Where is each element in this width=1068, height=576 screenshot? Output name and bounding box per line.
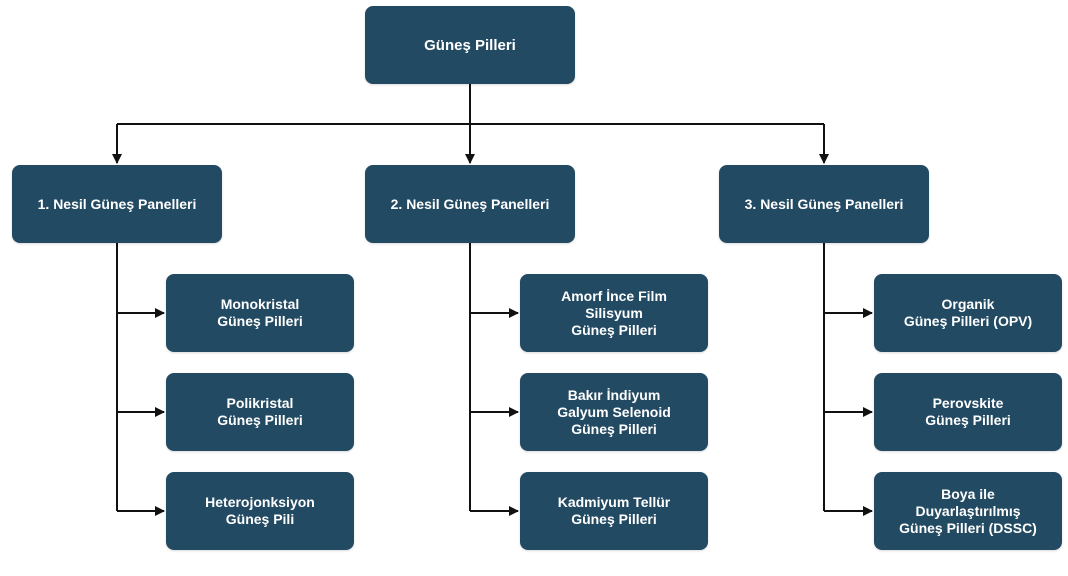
- polycrystalline-label: Polikristal Güneş Pilleri: [217, 395, 303, 428]
- heterojunction-label: Heterojonksiyon Güneş Pili: [205, 494, 315, 527]
- generation-2-label: 2. Nesil Güneş Panelleri: [390, 195, 550, 212]
- cigs-node: Bakır İndiyum Galyum Selenoid Güneş Pill…: [520, 373, 708, 451]
- dssc-label: Boya ile Duyarlaştırılmış Güneş Pilleri …: [899, 485, 1037, 536]
- perovskite-node: Perovskite Güneş Pilleri: [874, 373, 1062, 451]
- generation-2-node: 2. Nesil Güneş Panelleri: [365, 165, 575, 243]
- monocrystalline-label: Monokristal Güneş Pilleri: [217, 296, 303, 329]
- root-node-label: Güneş Pilleri: [424, 36, 516, 54]
- monocrystalline-node: Monokristal Güneş Pilleri: [166, 274, 354, 352]
- organic-opv-node: Organik Güneş Pilleri (OPV): [874, 274, 1062, 352]
- generation-1-node: 1. Nesil Güneş Panelleri: [12, 165, 222, 243]
- polycrystalline-node: Polikristal Güneş Pilleri: [166, 373, 354, 451]
- amorphous-silicon-node: Amorf İnce Film Silisyum Güneş Pilleri: [520, 274, 708, 352]
- cadmium-telluride-label: Kadmiyum Tellür Güneş Pilleri: [557, 494, 671, 527]
- heterojunction-node: Heterojonksiyon Güneş Pili: [166, 472, 354, 550]
- root-node: Güneş Pilleri: [365, 6, 575, 84]
- amorphous-silicon-label: Amorf İnce Film Silisyum Güneş Pilleri: [561, 287, 667, 338]
- generation-3-label: 3. Nesil Güneş Panelleri: [744, 195, 904, 212]
- generation-3-node: 3. Nesil Güneş Panelleri: [719, 165, 929, 243]
- generation-1-label: 1. Nesil Güneş Panelleri: [37, 195, 197, 212]
- perovskite-label: Perovskite Güneş Pilleri: [925, 395, 1011, 428]
- dssc-node: Boya ile Duyarlaştırılmış Güneş Pilleri …: [874, 472, 1062, 550]
- organic-opv-label: Organik Güneş Pilleri (OPV): [903, 296, 1033, 329]
- cigs-label: Bakır İndiyum Galyum Selenoid Güneş Pill…: [557, 386, 671, 437]
- cadmium-telluride-node: Kadmiyum Tellür Güneş Pilleri: [520, 472, 708, 550]
